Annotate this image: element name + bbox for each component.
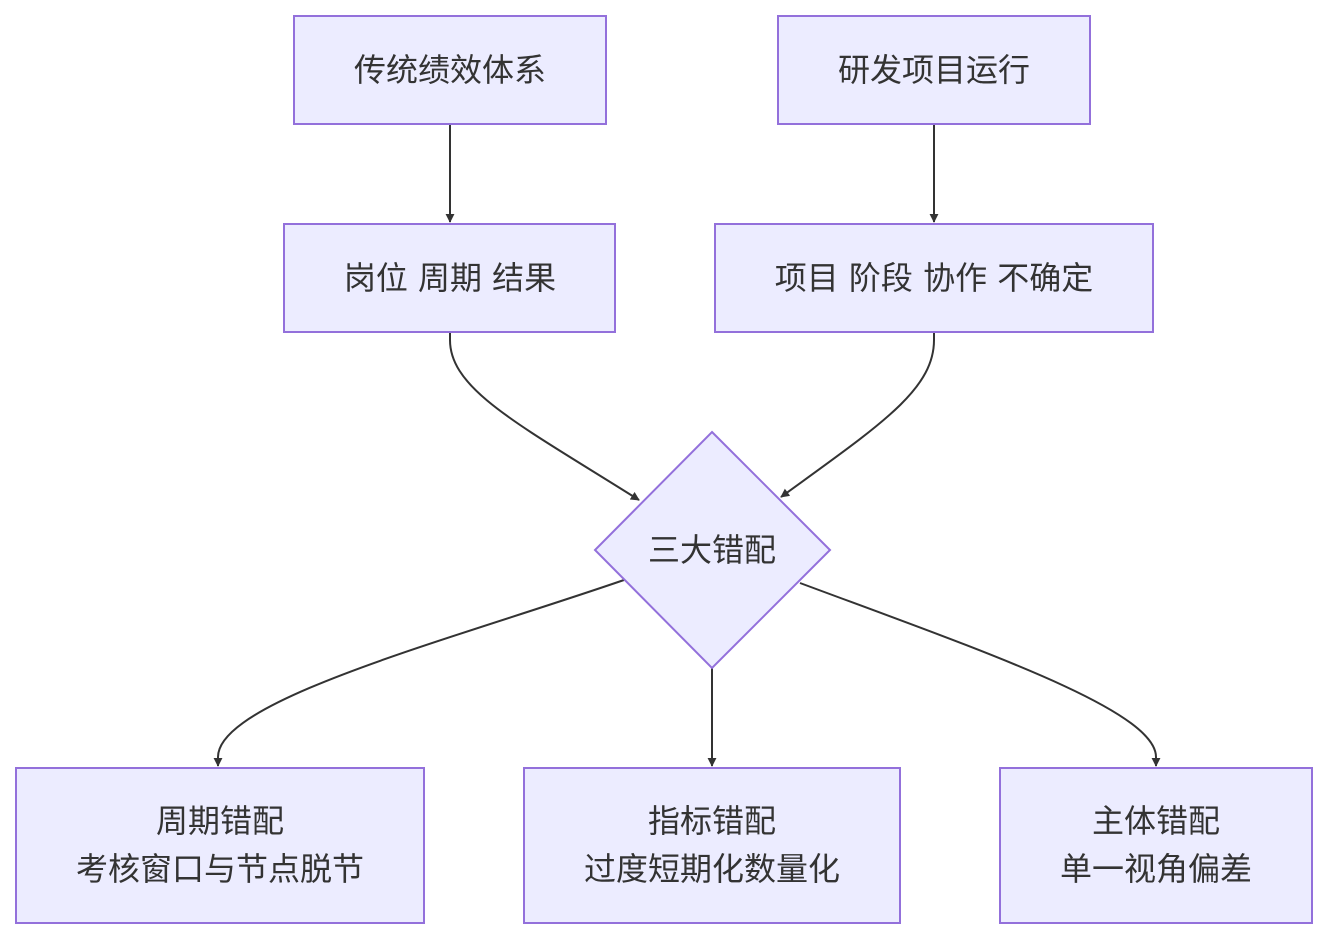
node-label-line: 岗位 周期 结果 — [344, 259, 556, 297]
node-label: 主体错配单一视角偏差 — [1060, 802, 1252, 888]
node-label-line: 研发项目运行 — [838, 51, 1030, 89]
node-rd-project[interactable]: 研发项目运行 — [777, 15, 1091, 125]
node-label-line: 项目 阶段 协作 不确定 — [775, 259, 1094, 297]
node-subject-mismatch[interactable]: 主体错配单一视角偏差 — [999, 767, 1313, 924]
node-label: 三大错配 — [648, 531, 776, 569]
edge-project-to-mismatch — [780, 333, 935, 498]
node-label: 周期错配考核窗口与节点脱节 — [76, 802, 364, 888]
edges — [213, 125, 1161, 767]
node-label: 项目 阶段 协作 不确定 — [775, 259, 1094, 297]
node-project-stage-collab[interactable]: 项目 阶段 协作 不确定 — [714, 223, 1154, 333]
node-label: 研发项目运行 — [838, 51, 1030, 89]
node-label-line: 单一视角偏差 — [1060, 850, 1252, 888]
node-indicator-mismatch[interactable]: 指标错配过度短期化数量化 — [523, 767, 901, 924]
node-label: 指标错配过度短期化数量化 — [584, 802, 840, 888]
node-label-line: 主体错配 — [1092, 802, 1220, 840]
node-label-line: 周期错配 — [156, 802, 284, 840]
node-cycle-mismatch[interactable]: 周期错配考核窗口与节点脱节 — [15, 767, 425, 924]
node-traditional-system[interactable]: 传统绩效体系 — [293, 15, 607, 125]
node-position-cycle-result[interactable]: 岗位 周期 结果 — [283, 223, 616, 333]
node-three-mismatches[interactable]: 三大错配 — [593, 430, 832, 670]
edge-mismatch-to-cycle — [213, 579, 625, 767]
node-label-line: 传统绩效体系 — [354, 51, 546, 89]
node-label-line: 三大错配 — [648, 531, 776, 569]
node-label: 传统绩效体系 — [354, 51, 546, 89]
edge-mismatch-to-subject — [799, 582, 1161, 767]
node-label: 岗位 周期 结果 — [344, 259, 556, 297]
node-label-line: 过度短期化数量化 — [584, 850, 840, 888]
node-label-line: 指标错配 — [648, 802, 776, 840]
node-label-line: 考核窗口与节点脱节 — [76, 850, 364, 888]
edge-position-to-mismatch — [449, 333, 640, 501]
